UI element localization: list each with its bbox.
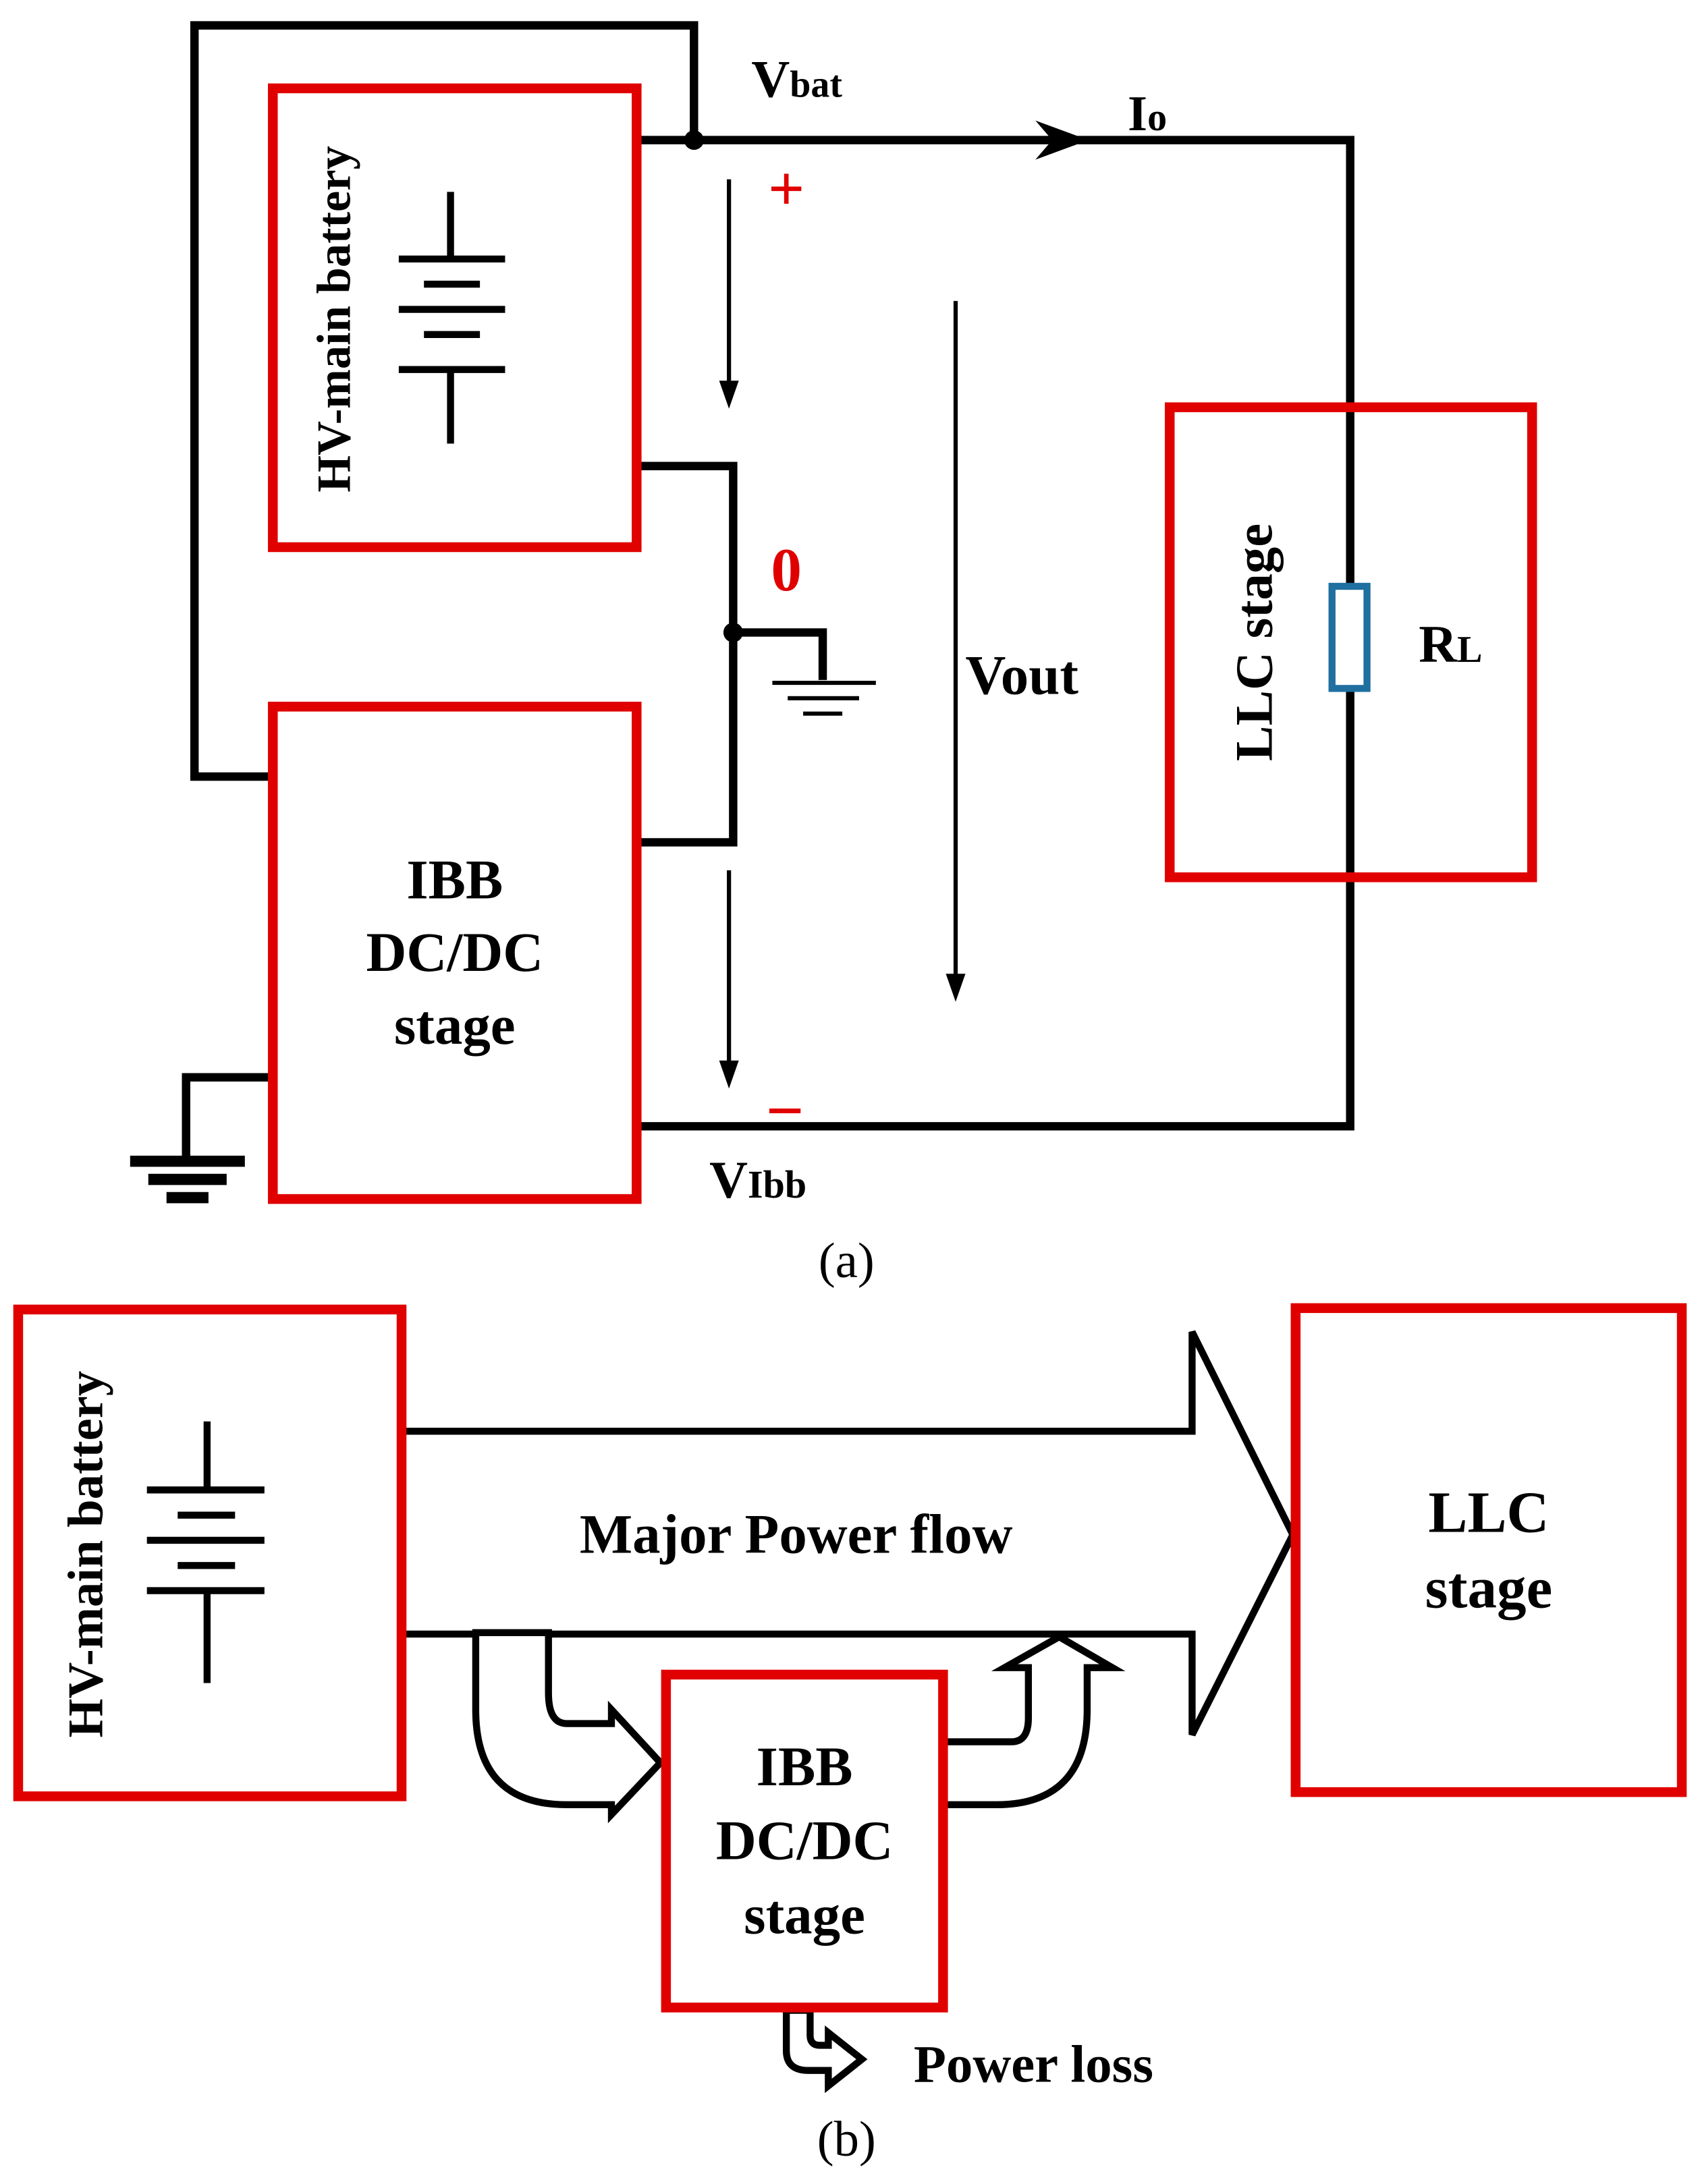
- branch-in-arrow-icon: [472, 1629, 665, 1824]
- zero-label: 0: [771, 536, 802, 604]
- llc-label-a: LLC stage: [1226, 524, 1284, 761]
- battery-icon-b: [146, 1421, 265, 1683]
- chassis-ground-wire: [182, 1073, 273, 1158]
- caption-b: (b): [817, 2111, 876, 2167]
- llc-block-a: [1164, 402, 1537, 883]
- power-loss-label: Power loss: [914, 2035, 1153, 2094]
- io-sub: o: [1147, 95, 1167, 139]
- ground-icon: [772, 680, 876, 716]
- battery-label-b: HV-main battery: [57, 1371, 113, 1738]
- io-label: Io: [1128, 86, 1167, 142]
- vibb-main: V: [709, 1151, 748, 1210]
- ibb-label-a-line3: stage: [394, 994, 516, 1056]
- ibb-label-b-line2: DC/DC: [716, 1810, 894, 1872]
- vbat-main: V: [751, 50, 790, 109]
- rl-label: RL: [1419, 615, 1482, 674]
- caption-a: (a): [819, 1233, 875, 1289]
- midpoint-node: [723, 622, 743, 642]
- vbat-label: Vbat: [751, 50, 842, 109]
- io-arrow-icon: [1035, 120, 1089, 160]
- ibb-label-a-line1: IBB: [406, 848, 503, 910]
- ibb-label-b-line1: IBB: [757, 1735, 853, 1797]
- feedback-wire: [190, 21, 698, 781]
- minus-sign: −: [766, 1073, 804, 1148]
- battery-label-a: HV-main battery: [308, 146, 360, 493]
- vout-label: Vout: [966, 644, 1079, 706]
- llc-label-b-line1: LLC: [1428, 1480, 1549, 1545]
- power-loss-arrow-icon: [782, 2007, 868, 2094]
- ibb-label-a-line2: DC/DC: [366, 921, 544, 983]
- vbat-node: [684, 130, 704, 150]
- rl-main: R: [1419, 615, 1458, 674]
- battery-block-a: [268, 83, 642, 553]
- panel-b: HV-main battery Major Power flow IBB DC/…: [13, 1303, 1687, 2167]
- io-main: I: [1128, 86, 1147, 142]
- vibb-label: VIbb: [709, 1151, 806, 1210]
- battery-block-b: [13, 1304, 407, 1801]
- ground-link-wire: [733, 628, 827, 680]
- flow-label: Major Power flow: [580, 1503, 1013, 1565]
- vbat-arrow-icon: [719, 179, 739, 409]
- resistor-rl-icon: [1328, 582, 1371, 692]
- llc-block-b: [1290, 1303, 1687, 1797]
- chassis-ground-icon: [130, 1155, 245, 1204]
- vbat-sub: bat: [790, 63, 842, 105]
- ibb-block-a: [268, 702, 642, 1204]
- plus-sign: +: [768, 152, 804, 224]
- ibb-label-b-line3: stage: [744, 1884, 865, 1946]
- rl-sub: L: [1457, 629, 1482, 671]
- branch-out-arrow-icon: [945, 1633, 1126, 1809]
- panel-a: HV-main battery IBB DC/DC stage LLC stag…: [130, 21, 1537, 1289]
- llc-label-b-line2: stage: [1425, 1555, 1553, 1620]
- battery-icon: [398, 192, 505, 444]
- ibb-block-b: [661, 1669, 948, 2013]
- vibb-sub: Ibb: [748, 1163, 806, 1206]
- vout-arrow-icon: [945, 301, 966, 1002]
- midpoint-wire: [629, 461, 738, 847]
- vibb-arrow-icon: [719, 870, 739, 1089]
